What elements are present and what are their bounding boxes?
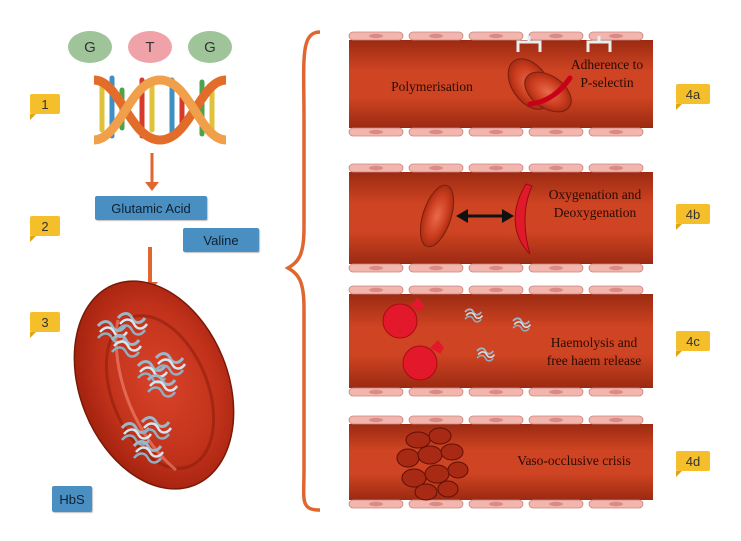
adherence-caption-line2: P-selectin [580, 75, 634, 90]
haemolysis-caption: Haemolysis and free haem release [526, 334, 662, 370]
cell-cluster-icon [396, 427, 469, 501]
haemolysis-caption-line2: free haem release [546, 353, 642, 368]
red-blood-cell-icon [73, 280, 235, 490]
blood-vessel-polymerisation [348, 31, 653, 137]
step-2-tag: 2 [30, 216, 60, 242]
adherence-caption-line1: Adherence to [570, 57, 644, 72]
dna-helix-icon [93, 75, 227, 145]
nucleotide-g-left: G [68, 31, 112, 63]
arrow-down-icon [145, 153, 159, 191]
nucleotide-g-right: G [188, 31, 232, 63]
haemolysis-caption-line1: Haemolysis and [550, 335, 638, 350]
step-3-tag: 3 [30, 312, 60, 338]
oxygenation-caption-line2: Deoxygenation [553, 205, 637, 220]
step-4a-tag: 4a [676, 84, 710, 110]
polymerisation-caption: Polymerisation [391, 79, 473, 94]
valine-label: Valine [183, 228, 259, 252]
oxygenation-caption-line1: Oxygenation and [548, 187, 642, 202]
glutamic-acid-label: Glutamic Acid [95, 196, 207, 220]
blood-vessel-vaso-occlusion [348, 415, 653, 509]
step-4b-tag: 4b [676, 204, 710, 230]
nucleotide-t: T [128, 31, 172, 63]
step-4c-tag: 4c [676, 331, 710, 357]
oxygenation-caption: Oxygenation and Deoxygenation [530, 186, 660, 222]
adherence-caption: Adherence to P-selectin [550, 56, 664, 92]
blood-vessel-haemolysis [348, 285, 653, 397]
step-1-tag: 1 [30, 94, 60, 120]
step-4d-tag: 4d [676, 451, 710, 477]
brace-icon [284, 30, 321, 512]
vaso-occlusive-caption: Vaso-occlusive crisis [517, 453, 631, 468]
hbs-label: HbS [52, 486, 92, 512]
blood-vessel-oxygenation [348, 163, 653, 273]
